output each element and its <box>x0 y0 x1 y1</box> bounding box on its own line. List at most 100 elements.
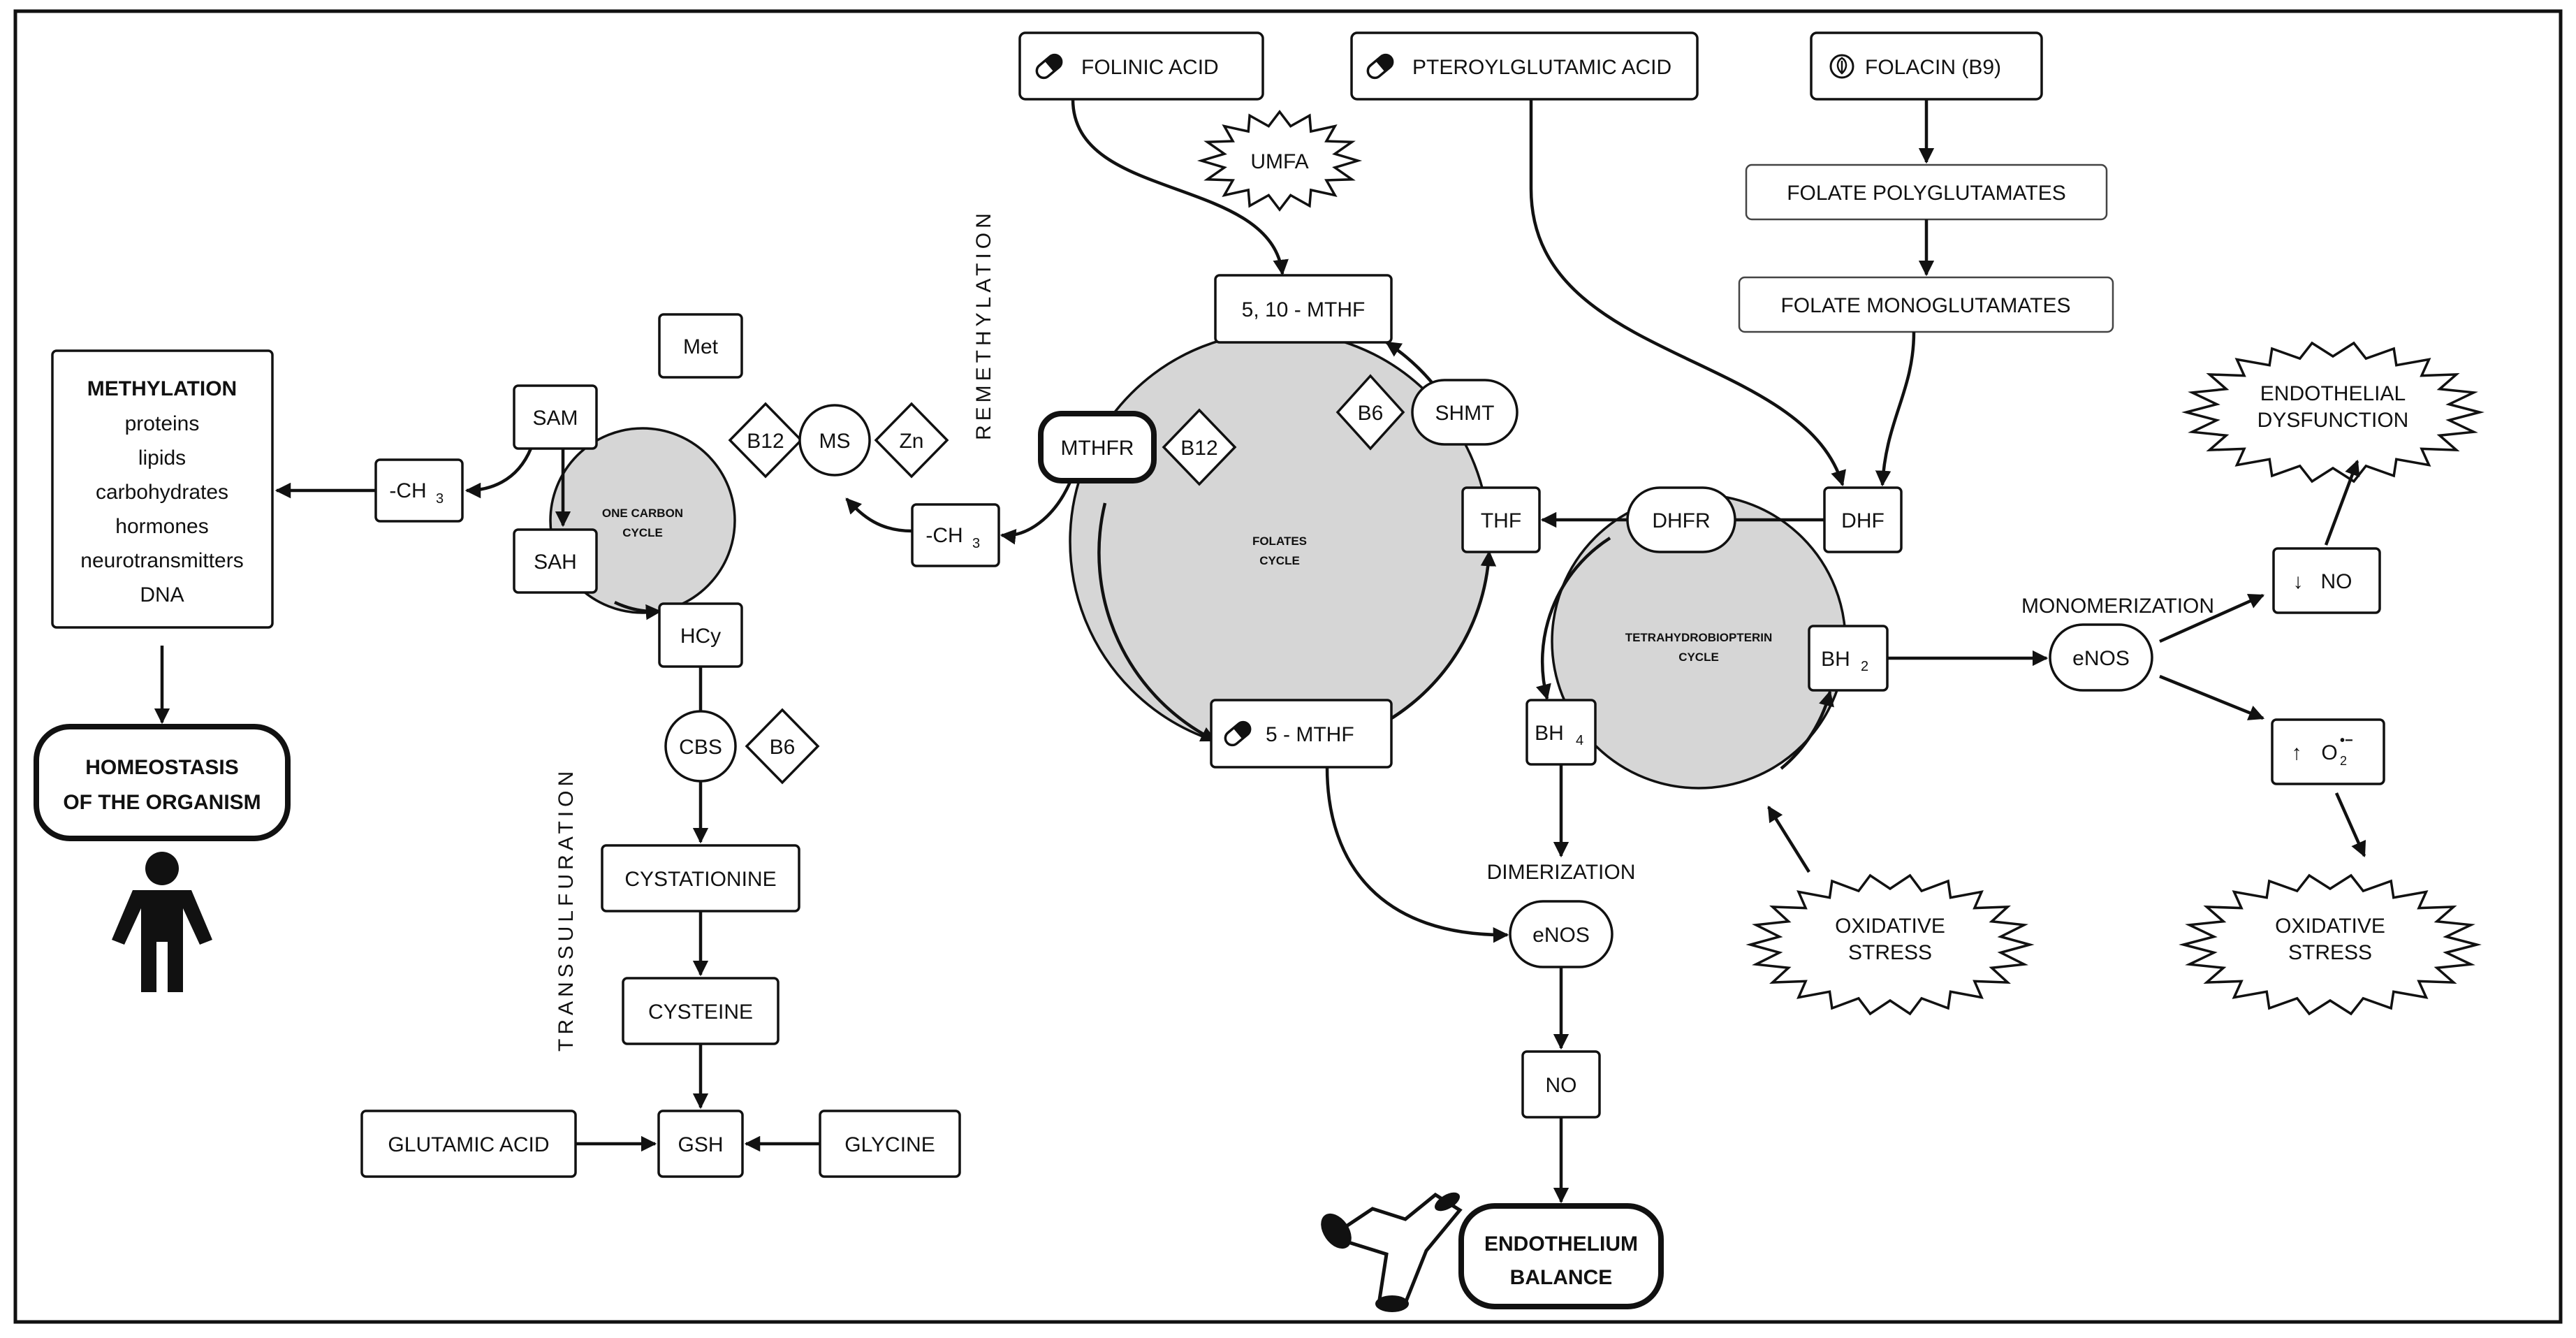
bh4-label: BH <box>1535 722 1564 745</box>
one-carbon-label-1: ONE CARBON <box>602 507 683 520</box>
pill-icon <box>1035 53 1063 80</box>
enos-dimer-label: eNOS <box>1532 924 1590 947</box>
endothelium-balance-label-2: BALANCE <box>1510 1266 1613 1289</box>
methylation-item: neurotransmitters <box>80 549 243 572</box>
bh4-sub: 4 <box>1576 733 1583 748</box>
thf-box <box>1461 486 1541 553</box>
edge-oxidative-to-thb <box>1767 806 1810 873</box>
pill-icon <box>1224 720 1252 747</box>
ch3-right-box <box>911 503 1000 567</box>
dhfr-label: DHFR <box>1652 509 1710 532</box>
mthf-5-label: 5 - MTHF <box>1266 723 1354 746</box>
homeostasis-label-2: OF THE ORGANISM <box>63 791 261 814</box>
methylation-item: carbohydrates <box>96 481 228 504</box>
down-arrow-icon: ↓ <box>2293 570 2304 593</box>
folinic-acid-label: FOLINIC ACID <box>1081 56 1219 79</box>
edge-pteroyl-to-dhf-curve <box>1529 99 1846 487</box>
arc-sah-hcy <box>614 600 662 620</box>
methylation-item: hormones <box>115 515 208 538</box>
oxidative-stress-starburst-center <box>1746 873 2035 1016</box>
oxidative-stress-starburst-right <box>2179 873 2482 1016</box>
dimerization-label: DIMERIZATION <box>1487 861 1636 884</box>
superoxide-increase-box <box>2271 718 2385 785</box>
homeostasis-label-1: HOMEOSTASIS <box>85 756 238 779</box>
methylation-item: proteins <box>125 412 200 435</box>
b6-cbs-label: B6 <box>770 736 796 759</box>
no-label: NO <box>1546 1074 1577 1097</box>
superoxide-label: O <box>2321 741 2337 764</box>
person-icon <box>112 852 212 992</box>
pteroylglutamic-acid-box <box>1350 31 1699 101</box>
mthf-5-10-box <box>1214 274 1393 344</box>
folates-label-1: FOLATES <box>1252 535 1307 548</box>
zn-label: Zn <box>899 430 923 453</box>
edge-mthf5-to-enos <box>1325 766 1509 943</box>
folate-monoglutamates-box <box>1738 276 2114 333</box>
edge-folinic-to-mthf510 <box>1071 99 1289 276</box>
oxidative-stress-right-label-2: STRESS <box>2288 941 2372 964</box>
edge-enos-to-superoxide <box>2159 674 2265 720</box>
endothelial-dysfunction-starburst <box>2181 341 2484 483</box>
sam-label: SAM <box>532 407 578 430</box>
edge-mthfr-to-ch3 <box>1000 481 1072 545</box>
bh2-label: BH <box>1821 648 1850 671</box>
superoxide-sub: 2 <box>2340 754 2347 768</box>
umfa-label: UMFA <box>1250 150 1308 173</box>
gsh-label: GSH <box>678 1133 723 1156</box>
methylation-item: DNA <box>140 583 184 606</box>
arc-dhfr-bh4 <box>1536 537 1611 701</box>
remethylation-label: REMETHYLATION <box>972 209 995 440</box>
cystationine-label: CYSTATIONINE <box>624 868 776 891</box>
oxidative-stress-center-label-1: OXIDATIVE <box>1835 915 1945 938</box>
b12-ms-label: B12 <box>747 430 784 453</box>
edge-enos-to-no-decrease <box>2159 593 2265 643</box>
mthf-5-10-label: 5, 10 - MTHF <box>1242 298 1366 321</box>
monomerization-label: MONOMERIZATION <box>2021 595 2214 618</box>
sah-label: SAH <box>534 551 577 574</box>
endothelium-balance-label-1: ENDOTHELIUM <box>1484 1232 1638 1256</box>
b12-mthfr-label: B12 <box>1180 437 1217 460</box>
mthf-5-box <box>1210 699 1393 769</box>
dhf-label: DHF <box>1841 509 1885 532</box>
one-carbon-label-2: CYCLE <box>622 526 663 539</box>
arc-bh4-bh2 <box>1780 690 1834 770</box>
b6-shmt-label: B6 <box>1358 402 1384 425</box>
zn-diamond <box>874 402 949 479</box>
folacin-label: FOLACIN (B9) <box>1865 56 2001 79</box>
ch3-left-label: -CH <box>389 479 426 502</box>
met-label: Met <box>683 335 719 358</box>
edge-sam-to-ch3 <box>464 448 533 499</box>
mthfr-label: MTHFR <box>1061 437 1134 460</box>
thf-label: THF <box>1481 509 1521 532</box>
no-decrease-label: NO <box>2321 570 2352 593</box>
sah-box <box>513 528 598 594</box>
glycine-label: GLYCINE <box>844 1133 935 1156</box>
edge-ch3-to-ms <box>845 497 913 533</box>
bh2-sub: 2 <box>1861 659 1868 674</box>
glutamic-acid-label: GLUTAMIC ACID <box>388 1133 549 1156</box>
methylation-item: lipids <box>138 446 186 470</box>
b6-cbs-diamond <box>745 708 820 785</box>
ms-node <box>798 404 871 477</box>
endothelial-dysfunction-label-2: DYSFUNCTION <box>2257 409 2409 432</box>
oxidative-stress-right-label-1: OXIDATIVE <box>2275 915 2385 938</box>
folate-polyglutamates-label: FOLATE POLYGLUTAMATES <box>1787 182 2066 205</box>
b6-shmt-diamond <box>1335 374 1405 451</box>
umfa-starburst <box>1196 110 1363 212</box>
met-box <box>658 313 743 379</box>
ms-label: MS <box>819 430 851 453</box>
methylation-title: METHYLATION <box>87 377 237 400</box>
methylation-box <box>51 349 274 629</box>
transsulfuration-label: TRANSSULFURATION <box>555 767 578 1052</box>
edge-mono-to-dhf <box>1875 331 1916 487</box>
shmt-label: SHMT <box>1435 402 1495 425</box>
b12-ms-diamond <box>728 402 803 479</box>
thb-label-1: TETRAHYDROBIOPTERIN <box>1625 631 1773 644</box>
edge-superoxide-to-oxidative <box>2334 792 2366 858</box>
gsh-box <box>657 1110 744 1178</box>
arc-folate-mthf5 <box>1097 502 1217 743</box>
shmt-node <box>1411 379 1518 446</box>
folate-monoglutamates-label: FOLATE MONOGLUTAMATES <box>1780 294 2070 317</box>
outer-frame <box>13 9 2563 1324</box>
up-arrow-icon: ↑ <box>2292 741 2302 764</box>
